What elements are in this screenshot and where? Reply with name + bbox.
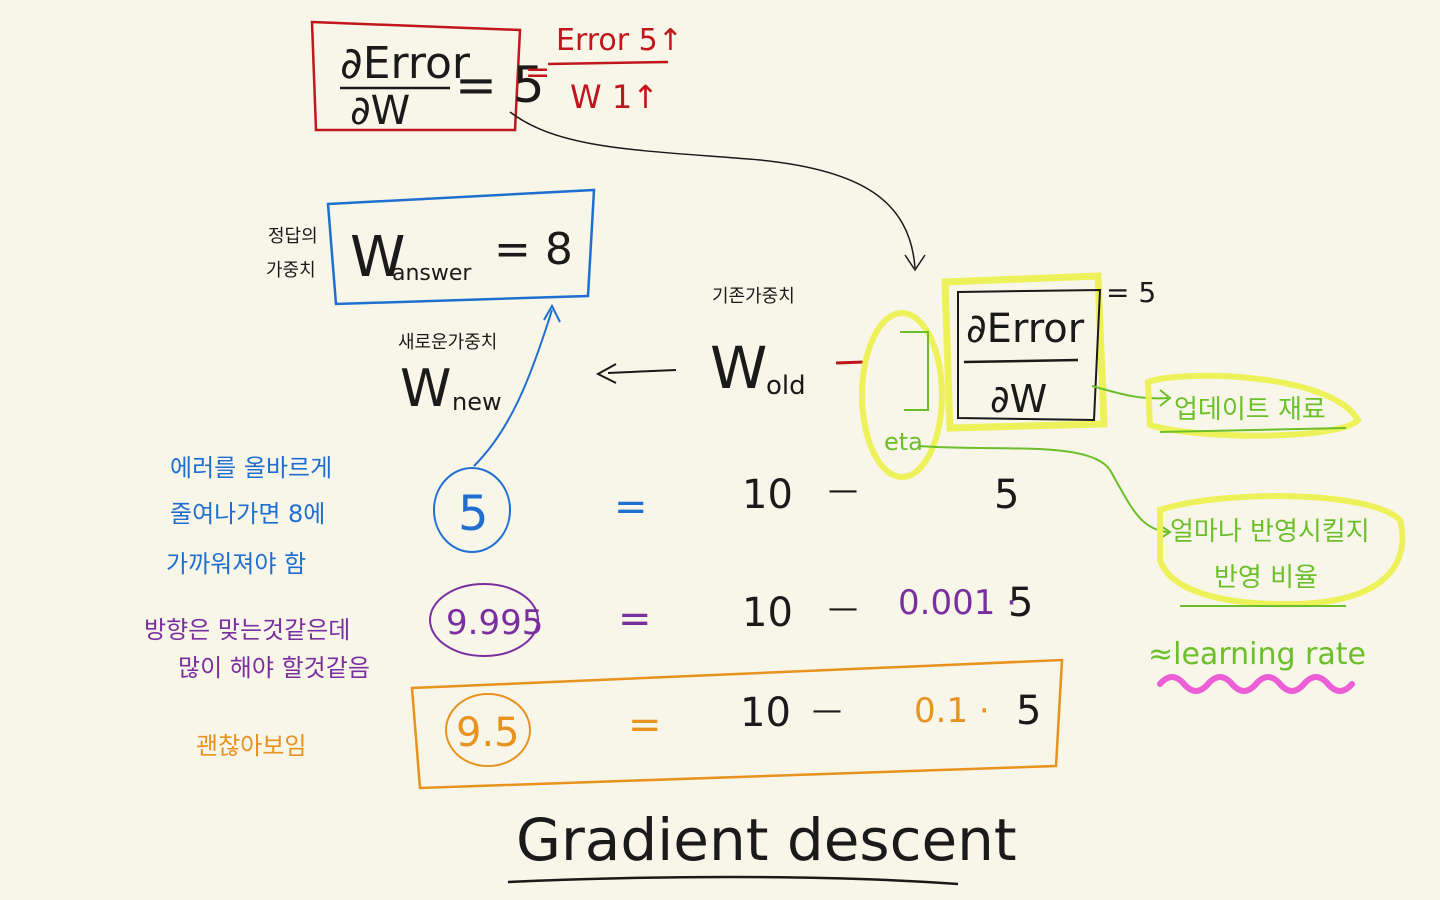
reflect-highlight [1157,493,1406,608]
row-1: 에러를 올바르게 줄여나가면 8에 가까워져야 함 5 = 10 — 5 [166,303,1019,578]
row1-to-answer-arrowhead [543,303,561,323]
row3-result-circle [445,693,531,767]
derivative-equals-value: = 5 [455,56,545,114]
update-connector-head [1159,389,1172,407]
reflect-line1: 얼마나 반영시킬지 [1170,517,1370,547]
eta-bracket [900,331,929,411]
old-weight-label: 기존가중치 [712,286,795,307]
eta-label: eta [884,428,923,456]
row1-note-line2: 줄여나가면 8에 [170,500,325,528]
row2-result-circle [429,583,539,657]
update-material-label: 업데이트 재료 [1174,395,1326,425]
row3-grad: 5 [1016,688,1041,734]
update-highlight [1144,372,1362,439]
ratio-denominator: W 1↑ [570,78,659,116]
new-weight-label: 새로운가중치 [398,332,497,353]
row2-rate: 0.001 · [898,583,1017,623]
new-w: W [400,359,451,419]
minus-sign-red [835,360,865,365]
old-weight: 기존가중치 W old [710,286,865,402]
answer-w: W [350,225,405,290]
eta-connector [917,445,1169,533]
row3-box-border [410,658,1064,790]
row2-eq: = [618,596,652,642]
row1-note-line1: 에러를 올바르게 [170,454,332,482]
row-2: 방향은 맞는것같은데 많이 해야 할것같음 9.995 = 10 — 0.001… [144,580,1033,682]
derivative-box: ∂Error ∂W = 5 = Error 5↑ W 1↑ [310,20,683,134]
eta-highlight [859,310,945,480]
old-to-new-arrow [607,369,677,374]
learning-rate-squiggle [1157,674,1355,694]
row2-note-line2: 많이 해야 할것같음 [178,654,370,682]
gradient-denominator: ∂W [990,377,1047,421]
row1-grad: 5 [994,472,1019,518]
gradient-highlight [941,272,1108,432]
row3-eq: = [628,702,662,748]
row3-note: 괜찮아보임 [196,732,306,760]
learning-rate-label: ≈learning rate [1148,637,1366,672]
gradient-fraction-bar [963,358,1079,364]
answer-label-line2: 가중치 [266,260,316,281]
row1-to-answer-arrow [473,309,553,467]
derivative-box-border [310,20,522,132]
old-to-new-arrowhead [595,363,617,384]
gradient-term: eta ∂Error ∂W = 5 업데이트 재료 얼마나 반영시킬지 반영 비… [859,272,1406,694]
update-connector [1091,385,1169,400]
row-3: 9.5 = 10 — 0.1 · 5 괜찮아보임 [196,658,1064,790]
new-weight: 새로운가중치 W new [398,332,502,419]
new-subscript: new [452,388,502,416]
update-underline [1159,427,1347,433]
row3-result: 9.5 [456,710,520,756]
row3-rate: 0.1 · [914,691,990,731]
row2-note-line1: 방향은 맞는것같은데 [144,616,350,644]
row2-result: 9.995 [446,603,543,643]
answer-weight-border [326,188,596,306]
title-block: Gradient descent [507,806,1017,886]
derivative-denominator: ∂W [350,88,410,134]
row1-result-circle [433,467,511,553]
gradient-numerator: ∂Error [966,306,1085,352]
reflect-line2: 반영 비율 [1214,563,1318,593]
ratio-fraction-bar [547,60,669,66]
old-w: W [710,334,767,402]
page-title: Gradient descent [516,806,1017,874]
answer-label-line1: 정답의 [268,226,318,247]
derivative-numerator: ∂Error [340,38,471,89]
link-arrow [509,111,916,269]
row3-minus: — [812,693,842,728]
row1-minus: — [828,473,858,508]
row1-w-old: 10 [742,472,793,518]
row3-w-old: 10 [740,690,791,736]
gradient-box-border [957,288,1102,422]
row2-w-old: 10 [742,590,793,636]
row1-note-line3: 가까워져야 함 [166,550,306,578]
ratio-numerator: Error 5↑ [556,23,683,58]
row1-eq: = [614,484,648,530]
row2-minus: — [828,591,858,626]
gradient-equals-value: = 5 [1106,276,1156,309]
old-subscript: old [766,371,806,401]
answer-subscript: answer [392,261,472,286]
link-arrowhead [904,254,926,272]
ratio-equals: = [525,55,550,90]
title-underline [507,875,959,886]
answer-weight: 정답의 가중치 W answer = 8 [266,188,596,306]
answer-value: = 8 [494,224,573,275]
row2-grad: 5 [1008,580,1033,626]
row1-result: 5 [458,486,489,542]
